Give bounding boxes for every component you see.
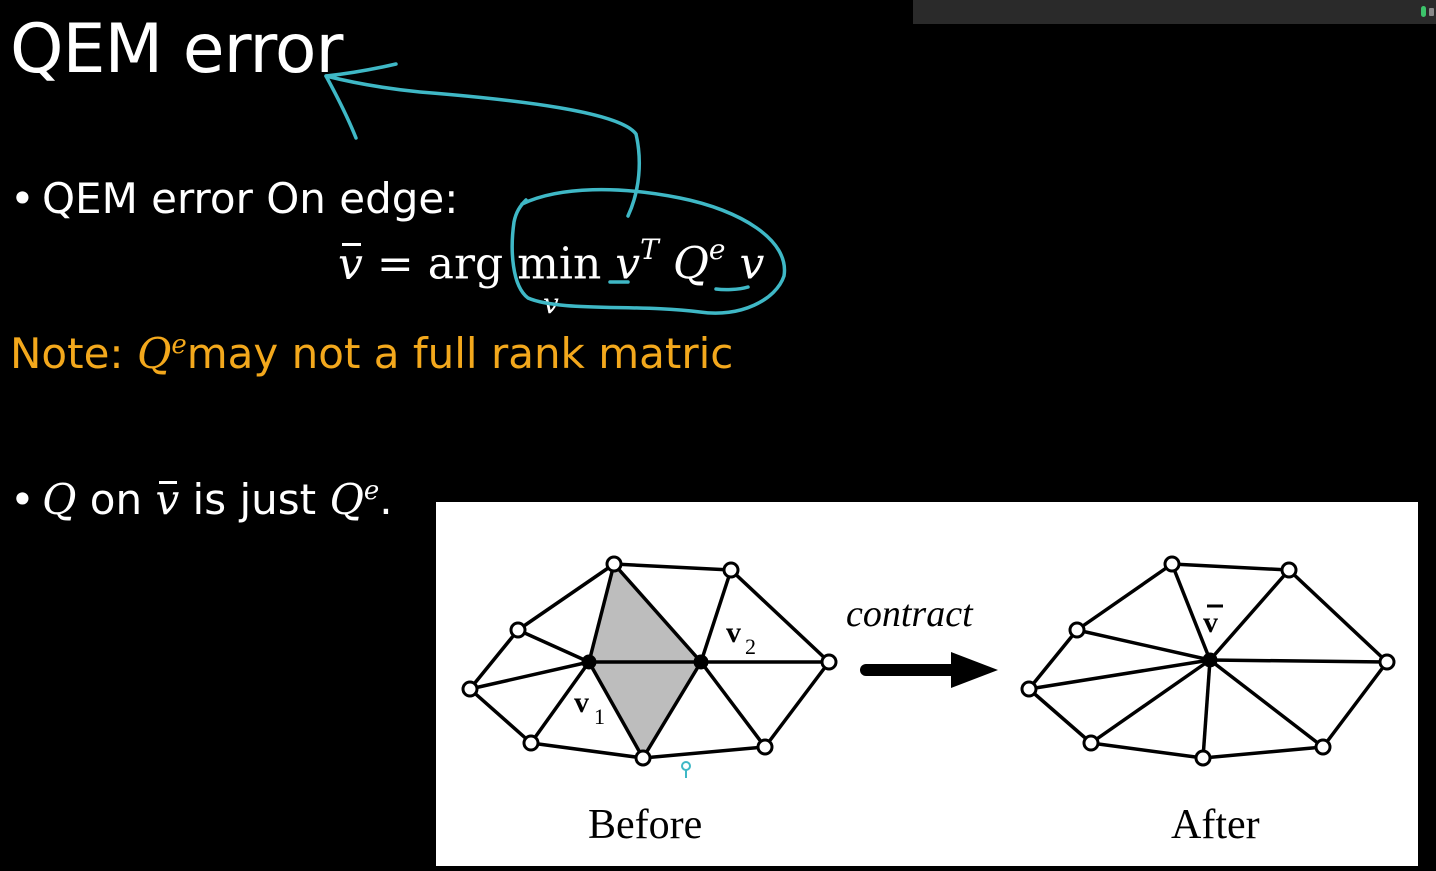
before-label: Before	[588, 802, 702, 848]
vbar-label: v	[1203, 606, 1218, 639]
menu-icon[interactable]	[1429, 8, 1434, 16]
note-line: Note: Qemay not a full rank matric	[10, 320, 733, 379]
microphone-icon[interactable]	[1421, 6, 1426, 17]
before-mesh	[468, 562, 831, 760]
note-Q: Q	[136, 329, 172, 378]
bullet-q-on-vbar: •Q on v is just Qe.	[10, 466, 393, 525]
formula-v: v	[615, 238, 641, 290]
bullet-dot: •	[10, 174, 35, 223]
before-vertices	[461, 555, 838, 767]
after-mesh	[1027, 562, 1389, 760]
formula-e: e	[708, 233, 726, 266]
formula-v2: v	[739, 238, 765, 290]
formula-Q: Q	[672, 238, 709, 290]
v2-label: v	[726, 616, 741, 649]
formula-vbar: v	[338, 237, 363, 293]
note-rest: may not a full rank matric	[186, 329, 734, 378]
argmin-formula: v = arg min vT Qe v v	[338, 226, 765, 320]
bullet2-is-just: is just	[179, 475, 330, 524]
bullet2-vbar: v	[155, 475, 180, 524]
bullet2-end: .	[379, 475, 393, 524]
v2-subscript: 2	[745, 634, 756, 659]
after-label: After	[1171, 802, 1260, 848]
v1-subscript: 1	[594, 704, 605, 729]
bullet-dot: •	[10, 475, 35, 524]
formula-argmin: arg min	[427, 238, 602, 290]
bullet2-e: e	[363, 476, 380, 506]
contract-label: contract	[846, 593, 974, 635]
contract-arrow-head	[951, 652, 998, 688]
note-prefix: Note:	[10, 329, 137, 378]
bullet-text: QEM error On edge:	[42, 174, 459, 223]
bullet2-Q: Q	[42, 475, 77, 524]
video-toolbar	[913, 0, 1436, 24]
bullet2-on: on	[76, 475, 156, 524]
v1-label: v	[574, 686, 589, 719]
mesh-diagram: v 1 v 2 contract	[461, 555, 1396, 848]
bullet-qem-edge: •QEM error On edge:	[10, 174, 458, 224]
edge-contraction-figure: v 1 v 2 contract	[436, 502, 1418, 866]
formula-transpose: T	[640, 233, 659, 266]
note-e: e	[171, 330, 187, 360]
slide-title: QEM error	[10, 10, 343, 89]
after-vertices	[1020, 555, 1396, 767]
bullet2-Q2: Q	[329, 475, 364, 524]
formula-equals: =	[376, 238, 414, 290]
